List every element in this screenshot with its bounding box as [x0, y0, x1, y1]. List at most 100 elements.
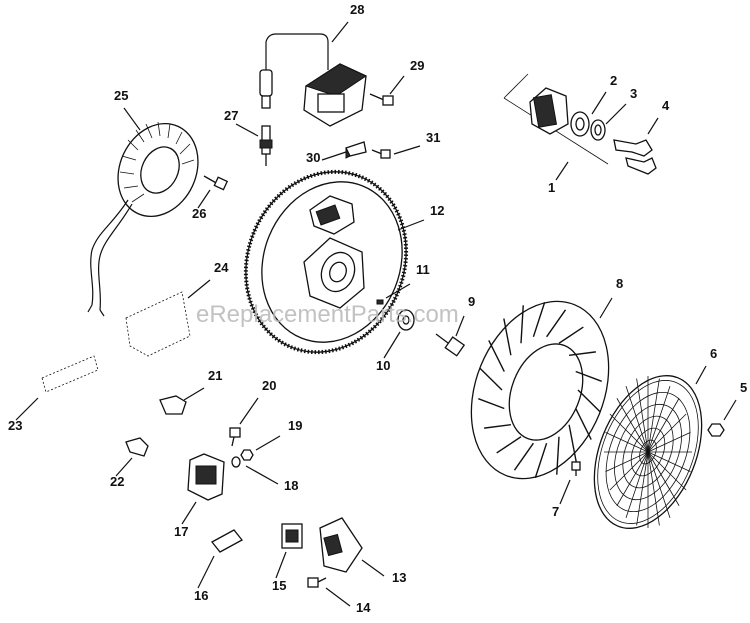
bolt-part-9[interactable]	[435, 333, 466, 357]
callout-number-27[interactable]: 27	[224, 108, 238, 123]
screen-ring	[597, 380, 699, 524]
callout-number-3[interactable]: 3	[630, 86, 637, 101]
fan-blade	[568, 424, 577, 462]
decal-part-24[interactable]	[125, 291, 191, 357]
callout-number-11[interactable]: 11	[416, 262, 430, 277]
callout-number-4[interactable]: 4	[662, 98, 670, 113]
screw-part-31[interactable]	[371, 149, 391, 159]
callout-number-7[interactable]: 7	[552, 504, 559, 519]
rectifier-part-17[interactable]	[187, 453, 225, 501]
fan-blade	[575, 408, 592, 440]
callout-number-15[interactable]: 15	[272, 578, 286, 593]
label-part-23[interactable]	[41, 355, 99, 393]
callout-number-23[interactable]: 23	[8, 418, 22, 433]
screw-part-26[interactable]	[203, 175, 229, 191]
callout-layer: 1234567891011121314151617181920212223242…	[8, 2, 747, 615]
screen-spoke	[605, 451, 649, 473]
callout-number-9[interactable]: 9	[468, 294, 475, 309]
screen-spoke	[647, 451, 680, 506]
key-part-11[interactable]	[376, 299, 384, 305]
connector-part-16[interactable]	[211, 529, 243, 553]
callout-leader-11	[385, 283, 411, 299]
callout-number-2[interactable]: 2	[610, 73, 617, 88]
callout-leader-27	[235, 123, 259, 137]
callout-number-20[interactable]: 20	[262, 378, 276, 393]
callout-leader-28	[331, 21, 349, 43]
screen-spoke	[609, 413, 649, 453]
callout-number-30[interactable]: 30	[306, 150, 320, 165]
callout-number-10[interactable]: 10	[376, 358, 390, 373]
fan-blade	[484, 424, 511, 429]
callout-number-16[interactable]: 16	[194, 588, 208, 603]
nut-part-19[interactable]	[240, 449, 254, 461]
screen-ring	[622, 415, 674, 489]
callout-number-6[interactable]: 6	[710, 346, 717, 361]
screw-part-14[interactable]	[307, 577, 327, 588]
callout-leader-22	[115, 457, 133, 477]
callout-number-29[interactable]: 29	[410, 58, 424, 73]
callout-number-25[interactable]: 25	[114, 88, 128, 103]
callout-number-22[interactable]: 22	[110, 474, 124, 489]
fan-blade	[478, 398, 505, 410]
grass-screen-part-6[interactable]	[574, 360, 723, 544]
fan-blade	[520, 305, 524, 344]
callout-number-5[interactable]: 5	[740, 380, 747, 395]
callout-leader-18	[245, 465, 279, 485]
callout-number-19[interactable]: 19	[288, 418, 302, 433]
terminal-part-15[interactable]	[281, 523, 303, 549]
cooling-fan-part-8[interactable]	[446, 281, 634, 500]
callout-leader-10	[383, 331, 401, 359]
key-switch-part-1	[529, 87, 569, 135]
fan-blade	[513, 442, 534, 471]
fan-blade	[503, 318, 512, 356]
regulator-part-13[interactable]	[319, 517, 363, 573]
ignition-module-part-28[interactable]	[259, 33, 368, 127]
screen-spoke	[647, 451, 671, 518]
callout-leader-6	[695, 365, 707, 385]
screen-spoke	[647, 378, 660, 453]
callout-leader-19	[255, 435, 281, 451]
callout-leader-12	[397, 219, 425, 231]
callout-number-14[interactable]: 14	[356, 600, 371, 615]
callout-number-17[interactable]: 17	[174, 524, 188, 539]
callout-number-31[interactable]: 31	[426, 130, 440, 145]
screen-spoke	[605, 431, 649, 453]
callout-number-12[interactable]: 12	[430, 203, 444, 218]
callout-number-8[interactable]: 8	[616, 276, 623, 291]
clamp-part-21[interactable]	[159, 395, 187, 415]
stator-coil-part-25[interactable]	[87, 110, 213, 317]
callout-number-18[interactable]: 18	[284, 478, 298, 493]
screen-spoke	[625, 451, 649, 518]
clip-part-30[interactable]	[345, 141, 367, 159]
screw-part-20[interactable]	[229, 427, 241, 447]
screw-part-7[interactable]	[571, 461, 581, 476]
clip-part-22[interactable]	[125, 437, 149, 457]
callout-number-21[interactable]: 21	[208, 368, 222, 383]
washer-part-18[interactable]	[231, 456, 241, 468]
callout-number-26[interactable]: 26	[192, 206, 206, 221]
fan-blade	[577, 389, 601, 413]
callout-number-24[interactable]: 24	[214, 260, 229, 275]
fan-blade	[546, 309, 567, 338]
key-switch-assembly[interactable]	[503, 73, 657, 175]
callout-leader-1	[555, 161, 569, 181]
washer-part-10[interactable]	[397, 309, 415, 331]
screen-spoke	[647, 413, 687, 453]
callout-leader-16	[197, 555, 215, 589]
flywheel-part-12[interactable]	[219, 147, 433, 376]
callout-leader-5	[723, 399, 737, 421]
callout-number-28[interactable]: 28	[350, 2, 364, 17]
callout-leader-14	[325, 587, 351, 607]
fan-blade	[556, 436, 560, 475]
spark-plug-part-27[interactable]	[259, 125, 273, 166]
nut-part-2	[570, 111, 590, 137]
nut-part-5[interactable]	[707, 423, 725, 437]
screw-part-29[interactable]	[369, 93, 394, 106]
screen-spoke	[647, 431, 691, 453]
screen-ring	[630, 427, 666, 477]
callout-leader-29	[389, 75, 405, 95]
callout-number-1[interactable]: 1	[548, 180, 555, 195]
callout-number-13[interactable]: 13	[392, 570, 406, 585]
